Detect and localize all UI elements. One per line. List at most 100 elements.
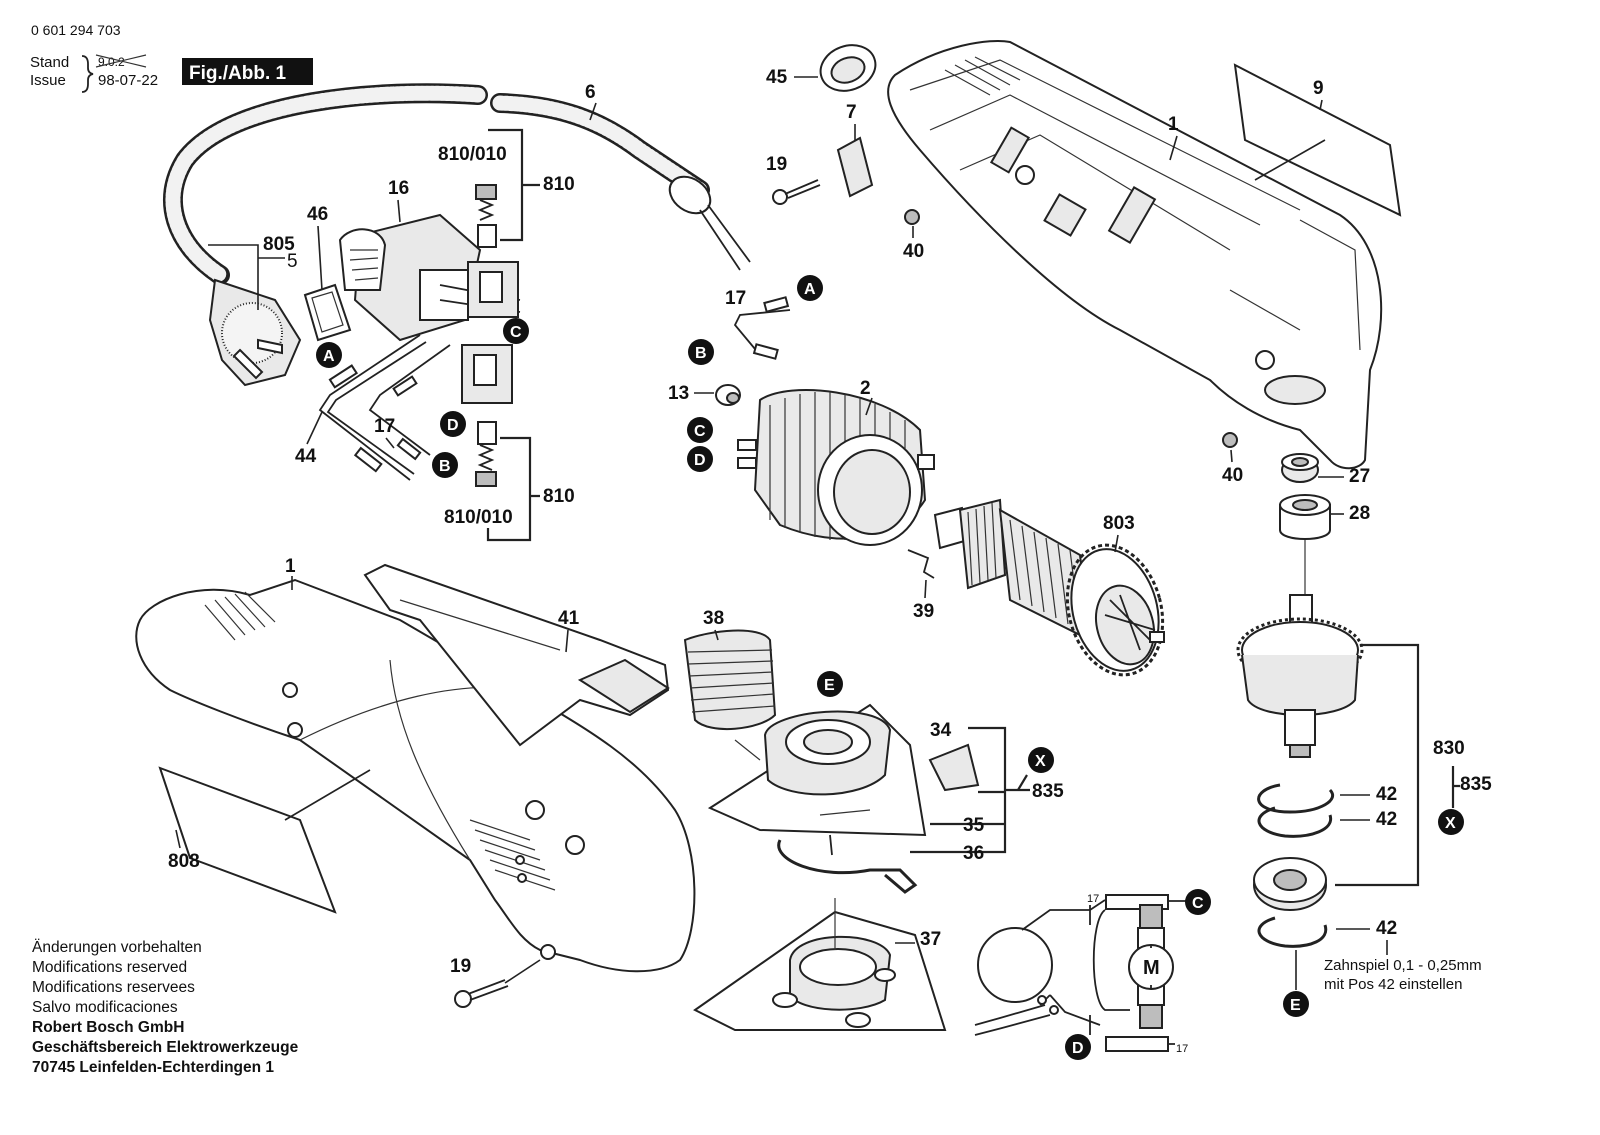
carbon-brush-bottom bbox=[461, 344, 513, 487]
cover-41 bbox=[363, 563, 670, 747]
figure-label-box bbox=[182, 58, 313, 85]
leader-1-top bbox=[1169, 135, 1178, 161]
label-28: 28 bbox=[1349, 503, 1370, 524]
marker-E-mid: E bbox=[817, 671, 843, 697]
motor-symbol: M bbox=[1143, 957, 1160, 979]
svg-text:C: C bbox=[694, 423, 706, 440]
leader-40-bottom bbox=[1230, 449, 1233, 463]
screw-19-top bbox=[772, 179, 821, 205]
clamp-7 bbox=[836, 136, 874, 198]
label-19-top: 19 bbox=[766, 154, 787, 175]
label-19-bottom: 19 bbox=[450, 956, 471, 977]
company-division: Geschäftsbereich Elektrowerkzeuge bbox=[32, 1039, 299, 1056]
label-34: 34 bbox=[930, 720, 952, 741]
leader-9 bbox=[1254, 99, 1326, 181]
figure-label: Fig./Abb. 1 bbox=[189, 63, 287, 84]
marker-C-left: C bbox=[503, 318, 529, 344]
stand-label: Stand bbox=[30, 54, 69, 71]
label-810-top: 810 bbox=[543, 174, 575, 195]
leader-6 bbox=[589, 102, 597, 121]
label-835-mid: 835 bbox=[1032, 781, 1064, 802]
label-17-left: 17 bbox=[374, 416, 395, 437]
label-2: 2 bbox=[860, 378, 871, 399]
label-37: 37 bbox=[920, 929, 941, 950]
svg-text:E: E bbox=[824, 677, 835, 694]
clip-39 bbox=[907, 549, 935, 579]
bracket-810-bottom bbox=[486, 436, 540, 542]
bracket-835-right bbox=[1451, 766, 1460, 808]
gear-assembly-830 bbox=[1236, 594, 1364, 758]
leader-2 bbox=[865, 397, 873, 416]
marker-C-wiring: C bbox=[1185, 889, 1211, 915]
gear-note-line2: mit Pos 42 einstellen bbox=[1324, 976, 1462, 993]
wiring-schematic bbox=[974, 894, 1195, 1052]
label-808: 808 bbox=[168, 851, 200, 872]
label-40-bottom: 40 bbox=[1222, 465, 1243, 486]
leader-38 bbox=[714, 629, 719, 641]
leader-808 bbox=[175, 829, 181, 849]
housing-half-top bbox=[887, 39, 1383, 470]
label-17-top: 17 bbox=[725, 288, 746, 309]
marker-B-left: B bbox=[432, 452, 458, 478]
armature-803 bbox=[933, 498, 1165, 677]
spring-clip-36 bbox=[777, 834, 918, 894]
label-810-010-top: 810/010 bbox=[438, 144, 507, 165]
label-36: 36 bbox=[963, 843, 984, 864]
svg-text:D: D bbox=[694, 452, 706, 469]
header-brace bbox=[81, 55, 94, 93]
power-cord bbox=[162, 83, 751, 285]
bushing-28 bbox=[1279, 494, 1331, 540]
label-45: 45 bbox=[766, 67, 788, 88]
label-35: 35 bbox=[963, 815, 985, 836]
svg-text:B: B bbox=[695, 345, 707, 362]
sanding-pad-37 bbox=[693, 898, 947, 1031]
svg-text:E: E bbox=[1290, 997, 1301, 1014]
label-13: 13 bbox=[668, 383, 689, 404]
label-803: 803 bbox=[1103, 513, 1135, 534]
footer-line-1: Änderungen vorbehalten bbox=[32, 939, 202, 956]
company-name: Robert Bosch GmbH bbox=[32, 1019, 185, 1036]
wire-17-top bbox=[733, 296, 791, 360]
footer-notes: Änderungen vorbehalten Modifications res… bbox=[32, 938, 298, 1078]
ring-45 bbox=[819, 44, 877, 92]
leader-42-c bbox=[1336, 928, 1388, 955]
issue-label: Issue bbox=[30, 72, 66, 89]
bracket-830 bbox=[1335, 643, 1420, 887]
corner-pad-34 bbox=[928, 743, 980, 792]
marker-D-wiring: D bbox=[1065, 1034, 1091, 1060]
label-39: 39 bbox=[913, 601, 934, 622]
label-40-top: 40 bbox=[903, 241, 924, 262]
label-830: 830 bbox=[1433, 738, 1465, 759]
label-27: 27 bbox=[1349, 466, 1370, 487]
marker-E-right: E bbox=[1283, 991, 1309, 1017]
switch-assembly bbox=[338, 213, 521, 342]
svg-text:X: X bbox=[1035, 753, 1046, 770]
label-44: 44 bbox=[295, 446, 317, 467]
company-address: 70745 Leinfelden-Echterdingen 1 bbox=[32, 1059, 275, 1076]
marker-C-top: C bbox=[687, 417, 713, 443]
svg-text:X: X bbox=[1445, 815, 1456, 832]
leader-41 bbox=[565, 629, 569, 653]
label-16: 16 bbox=[388, 178, 409, 199]
label-38: 38 bbox=[703, 608, 724, 629]
label-810-010-bottom: 810/010 bbox=[444, 507, 513, 528]
svg-text:C: C bbox=[510, 324, 522, 341]
label-42-b: 42 bbox=[1376, 809, 1397, 830]
nut-40-top bbox=[904, 209, 920, 225]
strike-through-icon bbox=[95, 54, 147, 68]
marker-D-left: D bbox=[440, 411, 466, 437]
label-42-a: 42 bbox=[1376, 784, 1397, 805]
bracket-810-top bbox=[488, 128, 540, 242]
leader-39 bbox=[924, 579, 927, 599]
svg-text:D: D bbox=[447, 417, 459, 434]
svg-text:C: C bbox=[1192, 895, 1204, 912]
wire-17-left bbox=[368, 344, 451, 461]
label-1-bottom: 1 bbox=[285, 556, 296, 577]
retaining-ring-42a bbox=[1257, 783, 1334, 814]
marker-D-top: D bbox=[687, 446, 713, 472]
leader-16 bbox=[397, 199, 401, 223]
marker-X-mid: X bbox=[1028, 747, 1054, 773]
footer-line-3: Modifications reservees bbox=[32, 979, 195, 996]
footer-line-2: Modifications reserved bbox=[32, 959, 188, 976]
marker-X-right: X bbox=[1438, 809, 1464, 835]
